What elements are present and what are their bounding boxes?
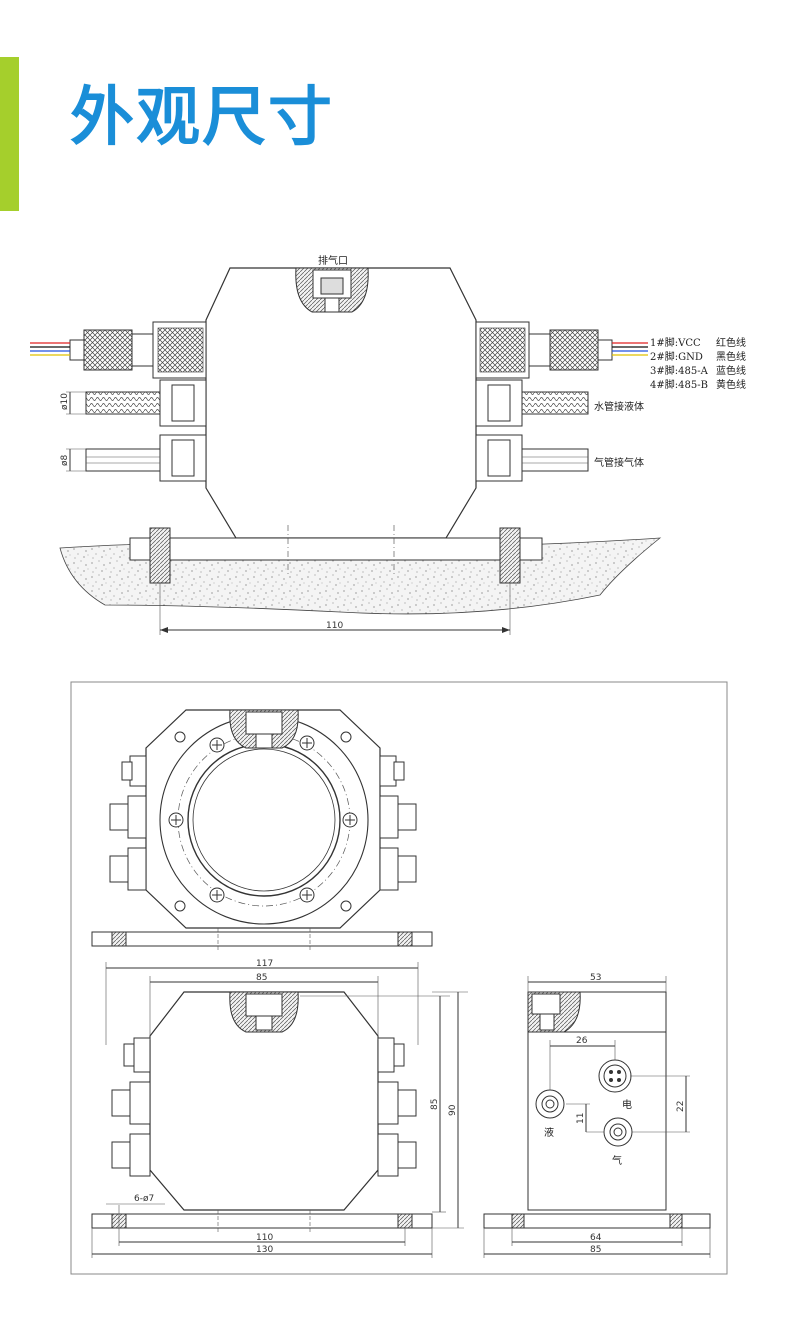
dim-26: 26 [576, 1036, 588, 1046]
pin-legend: 1#脚:VCC 红色线 2#脚:GND 黑色线 3#脚:485-A 蓝色线 4#… [650, 336, 746, 391]
dim-85: 85 [256, 973, 267, 983]
installation-view [30, 267, 662, 635]
water-diameter-label: ø10 [60, 393, 70, 410]
liquid-port-label: 液 [544, 1126, 554, 1139]
pin-4-label: 4#脚:485-B [650, 378, 708, 391]
gas-diameter-label: ø8 [60, 454, 70, 466]
pin-2-label: 2#脚:GND [650, 350, 703, 363]
gas-port-label: 气 [612, 1154, 622, 1167]
front-view [91, 962, 468, 1258]
dim-85-vertical: 85 [430, 1099, 440, 1110]
top-width-dim: 110 [326, 621, 343, 631]
dim-117: 117 [256, 959, 273, 969]
pin-4-wire: 黄色线 [716, 378, 746, 391]
dim-53: 53 [590, 973, 601, 983]
power-port-label: 电 [622, 1098, 632, 1111]
dim-64: 64 [590, 1233, 602, 1243]
dim-130: 130 [256, 1245, 273, 1255]
pin-1-label: 1#脚:VCC [650, 336, 701, 349]
page-title: 外观尺寸 [70, 81, 334, 155]
dim-85-side: 85 [590, 1245, 601, 1255]
dim-11: 11 [576, 1113, 586, 1124]
gas-pipe-label: 气管接气体 [594, 456, 644, 469]
dim-22: 22 [676, 1101, 686, 1112]
pin-1-wire: 红色线 [716, 336, 746, 349]
holes-label: 6-ø7 [134, 1194, 154, 1204]
pin-3-label: 3#脚:485-A [650, 364, 709, 377]
pin-2-wire: 黑色线 [716, 350, 746, 363]
pin-3-wire: 蓝色线 [716, 364, 746, 377]
dim-90-vertical: 90 [448, 1104, 458, 1116]
title-accent-bar [0, 57, 19, 211]
side-view [483, 976, 711, 1258]
water-pipe-label: 水管接液体 [594, 400, 644, 413]
exhaust-port-label: 排气口 [318, 254, 348, 267]
flange-view [91, 709, 433, 950]
dim-110: 110 [256, 1233, 273, 1243]
